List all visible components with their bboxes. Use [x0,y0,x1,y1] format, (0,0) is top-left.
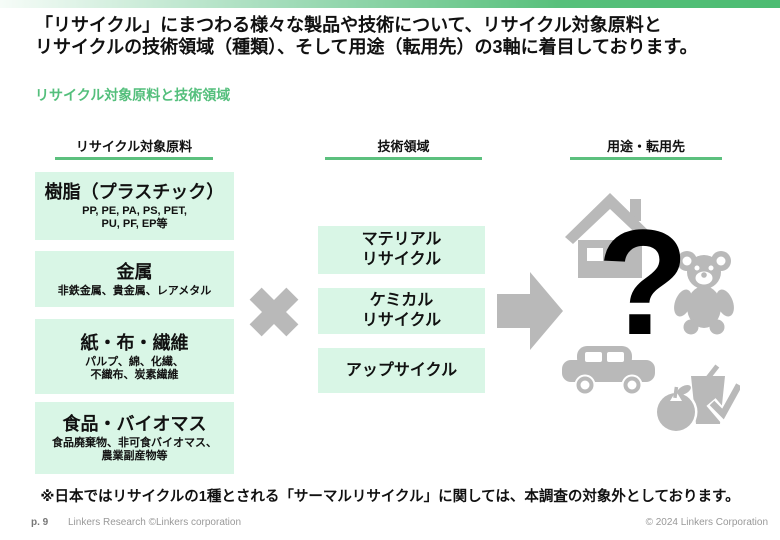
top-accent-bar [0,0,780,8]
material-box-title: 金属 [116,261,153,282]
footer-credit-left: Linkers Research ©Linkers corporation [68,517,242,528]
material-box-plastic: 樹脂（プラスチック） PP, PE, PA, PS, PET, PU, PF, … [35,172,234,240]
house-icon [564,193,656,278]
material-box-sub: 非鉄金属、貴金属、レアメタル [57,284,212,297]
teddy-bear-icon [672,248,736,335]
tech-box-upcycle: アップサイクル [318,348,485,393]
material-box-metal: 金属 非鉄金属、貴金属、レアメタル [35,251,234,307]
material-box-title: 紙・布・繊維 [80,332,189,353]
column-header-materials: リサイクル対象原料 [55,136,213,160]
car-icon [562,345,655,395]
material-box-sub: 食品廃棄物、非可食バイオマス、 農業副産物等 [52,437,217,462]
material-box-food-biomass: 食品・バイオマス 食品廃棄物、非可食バイオマス、 農業副産物等 [35,402,234,474]
material-box-sub: パルプ、綿、化繊、 不織布、炭素繊維 [85,355,184,381]
footnote: ※日本ではリサイクルの1種とされる「サーマルリサイクル」に関しては、本調査の対象… [40,489,740,505]
footer-copyright: © 2024 Linkers Corporation [645,517,768,528]
page-title-line1: 「リサイクル」にまつわる様々な製品や技術について、リサイクル対象原料と [35,15,662,35]
material-box-sub: PP, PE, PA, PS, PET, PU, PF, EP等 [82,205,187,230]
page-number: p. 9 [31,517,49,528]
material-box-paper-cloth-fiber: 紙・布・繊維 パルプ、綿、化繊、 不織布、炭素繊維 [35,319,234,394]
material-box-title: 樹脂（プラスチック） [44,182,225,202]
material-box-title: 食品・バイオマス [62,414,207,434]
tech-box-material-recycle: マテリアル リサイクル [318,226,485,274]
tech-box-chemical-recycle: ケミカル リサイクル [318,288,485,334]
page-title: 「リサイクル」にまつわる様々な製品や技術について、リサイクル対象原料と リサイク… [35,14,755,58]
food-icon [655,362,740,436]
column-header-uses: 用途・転用先 [570,136,722,160]
question-mark: ? [597,198,689,366]
right-arrow-icon [497,272,563,350]
column-header-technologies: 技術領域 [325,136,482,160]
section-title: リサイクル対象原料と技術領域 [35,87,231,103]
page-title-line2: リサイクルの技術領域（種類）、そして用途（転用先）の3軸に着目しております。 [35,37,698,57]
multiply-cross-icon [247,285,301,339]
